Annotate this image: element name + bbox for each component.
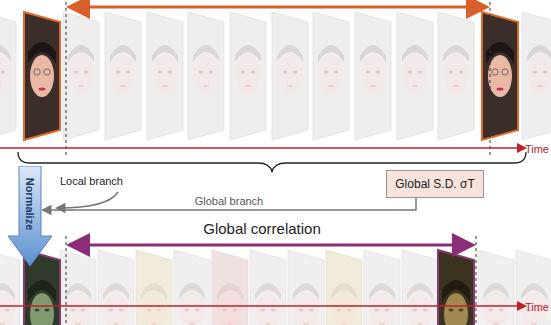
annotation-label: Local branch — [60, 175, 123, 187]
node-text: Global S.D. σT — [395, 177, 474, 191]
node-text: Normalize — [24, 178, 36, 231]
annotation-label: Time — [525, 301, 549, 313]
annotation-label: Global correlation — [203, 220, 321, 237]
normalize-arrow: Normalize — [8, 166, 52, 266]
edge-label: Global branch — [195, 195, 264, 207]
process-box: Global S.D. σT — [386, 170, 484, 198]
annotation-label: Time — [525, 143, 549, 155]
